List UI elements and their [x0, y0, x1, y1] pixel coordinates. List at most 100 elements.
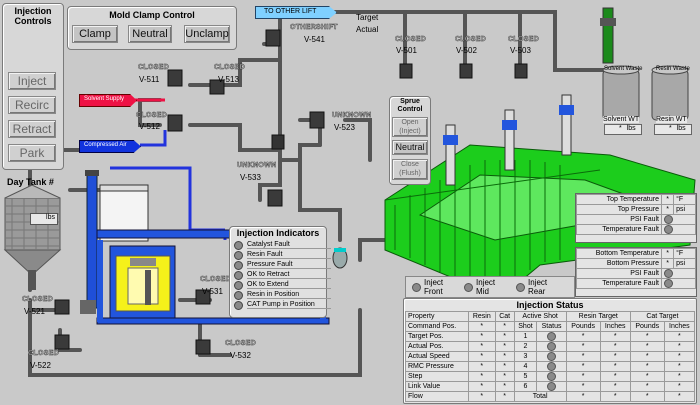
- valve-name-v533[interactable]: V-533: [240, 173, 261, 182]
- sprue-neutral-button[interactable]: Neutral: [392, 140, 428, 155]
- indicator-ok-to-retract: OK to Retract: [234, 270, 331, 280]
- row-ri: *: [599, 331, 631, 342]
- col-active-shot: Active Shot: [513, 311, 567, 322]
- inject-rear-radio[interactable]: [516, 283, 525, 292]
- indicator-led: [234, 260, 243, 270]
- indicator-label: Resin Fault: [247, 251, 331, 259]
- row-cat: *: [494, 361, 515, 372]
- sub-resin-pounds: Pounds: [565, 321, 601, 332]
- indicator-label: OK to Retract: [247, 271, 331, 279]
- injection-controls-title: Injection Controls: [14, 6, 52, 26]
- row-ci: *: [663, 381, 696, 392]
- sprue-control-title: Sprue Control: [397, 98, 423, 113]
- row-ri: *: [599, 381, 631, 392]
- bottom-temp-row: Bottom Temperature*°F: [576, 248, 696, 259]
- sprue-open-button[interactable]: Open (Inject): [392, 117, 428, 137]
- command-pos-label: Command Pos.: [405, 321, 469, 332]
- row-prop: Target Pos.: [405, 331, 469, 342]
- top-temp-fault-row: Temperature Fault: [576, 224, 696, 235]
- retract-button[interactable]: Retract: [8, 120, 56, 138]
- sprue-close-button[interactable]: Close (Flush): [392, 159, 428, 180]
- unclamp-button[interactable]: Unclamp: [184, 25, 230, 43]
- indicator-label: Catalyst Fault: [247, 241, 331, 249]
- row-cat: *: [494, 391, 515, 402]
- indicator-label: CAT Pump in Position: [247, 301, 331, 309]
- solvent-wt-value: *: [619, 125, 622, 132]
- inject-front-radio[interactable]: [412, 283, 421, 292]
- indicator-led: [234, 300, 243, 310]
- target-label: Target: [356, 13, 379, 22]
- row-cp: *: [629, 351, 665, 362]
- valve-name-v511[interactable]: V-511: [139, 75, 160, 84]
- valve-name-v531[interactable]: V-531: [202, 287, 223, 296]
- valve-name-v521[interactable]: V-521: [24, 307, 45, 316]
- row-ci: *: [663, 341, 696, 352]
- park-button[interactable]: Park: [8, 144, 56, 162]
- shot-status-led: [547, 352, 557, 361]
- valve-name-v532[interactable]: V-532: [230, 351, 251, 360]
- row-prop: Step: [405, 371, 469, 382]
- valve-name-v513[interactable]: V-513: [218, 75, 239, 84]
- injection-indicators-title: Injection Indicators: [236, 228, 320, 238]
- shot-status-led: [547, 342, 557, 351]
- top-pressure-row: Top Pressure*psi: [576, 204, 696, 215]
- row-shot: 6: [513, 381, 538, 392]
- solvent-wt-label: Solvent WT: [603, 116, 640, 123]
- row-resin: *: [467, 371, 496, 382]
- valve-name-v512[interactable]: V-512: [139, 122, 160, 131]
- row-ci: *: [663, 361, 696, 372]
- injection-status-panel: Injection Status Property Resin Cat Acti…: [403, 298, 697, 404]
- resin-waste-title: Resin Waste: [656, 66, 690, 72]
- row-cp: *: [629, 331, 665, 342]
- table-row: Step**5****: [405, 371, 696, 382]
- indicator-label: OK to Extend: [247, 281, 331, 289]
- top-temp-value: *: [660, 194, 675, 205]
- compressed-air-tag: Compressed Air: [79, 140, 141, 153]
- top-temp-label: Top Temperature: [576, 194, 662, 205]
- row-prop: Link Value: [405, 381, 469, 392]
- row-shot: 4: [513, 361, 538, 372]
- row-shot: 1: [513, 331, 538, 342]
- bottom-psi-fault-row: PSI Fault: [576, 268, 696, 279]
- row-ri: *: [599, 391, 631, 402]
- top-psi-fault-row: PSI Fault: [576, 214, 696, 225]
- valve-name-v502[interactable]: V-502: [456, 46, 477, 55]
- row-cat: *: [494, 341, 515, 352]
- bottom-pressure-label: Bottom Pressure: [576, 258, 662, 269]
- valve-name-v523[interactable]: V-523: [334, 123, 355, 132]
- day-tank-unit: lbs: [46, 214, 55, 221]
- row-cat: *: [494, 381, 515, 392]
- indicator-label: Resin in Position: [247, 291, 331, 299]
- inject-selector-bar: Inject Front Inject Mid Inject Rear: [405, 276, 575, 298]
- bottom-temp-fault-row: Temperature Fault: [576, 278, 696, 289]
- col-resin-target: Resin Target: [565, 311, 631, 322]
- inject-mid-radio[interactable]: [464, 283, 473, 292]
- neutral-clamp-button[interactable]: Neutral: [128, 25, 172, 43]
- valve-name-v501[interactable]: V-501: [396, 46, 417, 55]
- indicator-cat-pump-in-position: CAT Pump in Position: [234, 300, 331, 310]
- row-prop: Flow: [405, 391, 469, 402]
- shot-status-led: [547, 362, 557, 371]
- valve-name-v541[interactable]: V-541: [304, 35, 325, 44]
- solvent-supply-tag: Solvent Supply: [79, 94, 137, 107]
- inject-button[interactable]: Inject: [8, 72, 56, 90]
- inject-rear-label[interactable]: Inject Rear: [528, 278, 548, 296]
- row-shot: 2: [513, 341, 538, 352]
- valve-name-v503[interactable]: V-503: [510, 46, 531, 55]
- valve-state-v533: UNKNOWN: [237, 162, 277, 170]
- row-resin: *: [467, 351, 496, 362]
- indicator-catalyst-fault: Catalyst Fault: [234, 240, 331, 250]
- row-ri: *: [599, 371, 631, 382]
- inject-mid-label[interactable]: Inject Mid: [476, 278, 496, 296]
- row-ci: *: [663, 391, 696, 402]
- clamp-button[interactable]: Clamp: [72, 25, 118, 43]
- top-temperature-panel: Top Temperature*°F Top Pressure*psi PSI …: [575, 193, 697, 243]
- recirc-button[interactable]: Recirc: [8, 96, 56, 114]
- injection-status-title: Injection Status: [516, 300, 584, 310]
- sub-status: Status: [536, 321, 567, 332]
- inject-front-label[interactable]: Inject Front: [424, 278, 444, 296]
- day-tank-weight-box: lbs: [30, 213, 58, 225]
- row-cat: *: [494, 351, 515, 362]
- row-rp: *: [565, 361, 601, 372]
- valve-name-v522[interactable]: V-522: [30, 361, 51, 370]
